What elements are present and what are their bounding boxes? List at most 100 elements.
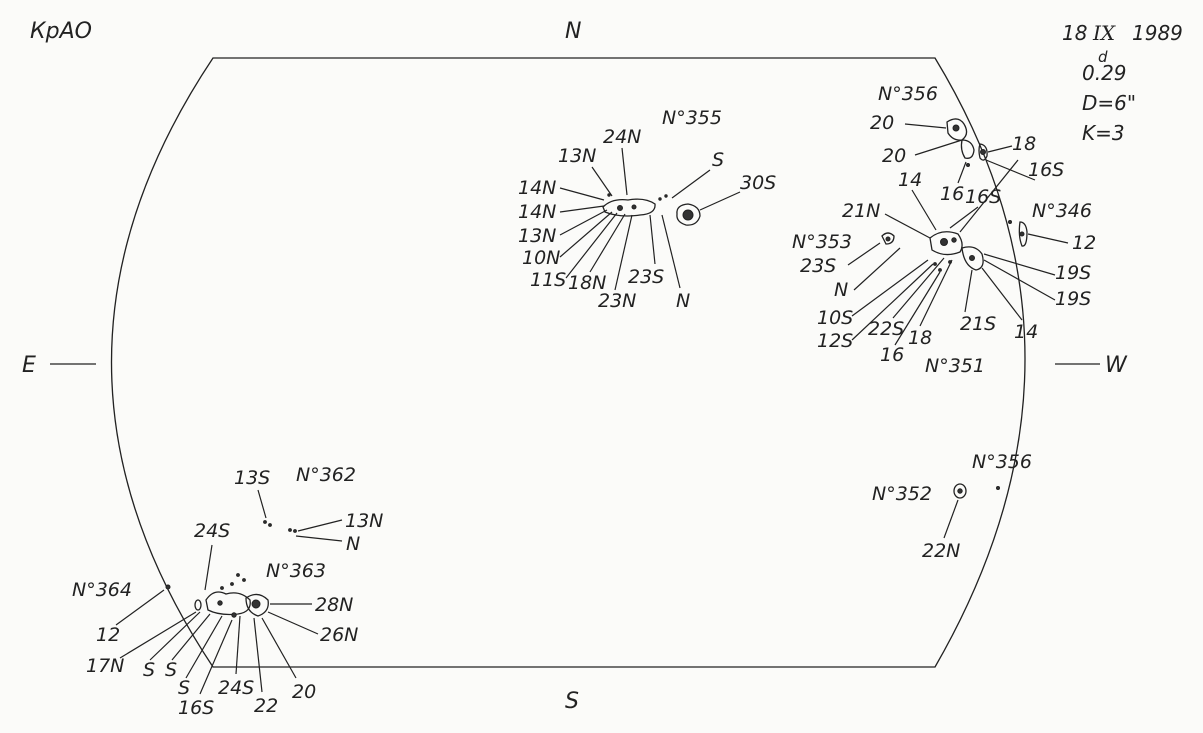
group-351-umbra — [951, 237, 957, 243]
leader-line — [649, 214, 656, 265]
leader-line — [964, 269, 973, 313]
date-day: 18 — [1062, 21, 1087, 45]
label-353-12S: 12S — [817, 330, 853, 352]
group-363-number: N°363 — [266, 560, 326, 582]
group-346: N°346 12 — [1008, 200, 1096, 254]
group-351-pore — [938, 268, 942, 272]
leader-line — [171, 613, 211, 661]
group-363-pore — [230, 582, 234, 586]
label-363-26N: 26N — [320, 624, 358, 646]
leader-line — [559, 205, 605, 213]
leader-line — [119, 611, 197, 659]
label-355-14N-b: 14N — [518, 201, 556, 223]
label-363-24S-top: 24S — [194, 520, 230, 542]
label-353-N: N — [834, 279, 848, 301]
group-355-number: N°355 — [662, 107, 722, 129]
leader-line — [959, 159, 1019, 233]
group-362-pore — [263, 520, 267, 524]
label-355-13N-b: 13N — [518, 225, 556, 247]
group-356-umbra — [980, 149, 986, 155]
leader-line — [981, 267, 1023, 321]
label-353-10S: 10S — [817, 307, 853, 329]
label-351-14-bottom: 14 — [1014, 321, 1038, 343]
group-362: N°362 13S 13N N — [234, 464, 383, 555]
group-362-pore — [268, 523, 272, 527]
label-351-16S: 16S — [965, 186, 1001, 208]
label-362-13S: 13S — [234, 467, 270, 489]
group-363-umbra — [217, 600, 223, 606]
label-362-13N: 13N — [345, 510, 383, 532]
group-363-pore — [220, 586, 224, 590]
leader-line — [185, 615, 223, 679]
label-351-16: 16 — [880, 344, 904, 366]
group-356-spot — [960, 139, 975, 159]
label-355-24N: 24N — [603, 126, 641, 148]
label-363-16S: 16S — [178, 697, 214, 719]
leader-line — [919, 259, 953, 327]
date-month: IX — [1092, 21, 1116, 45]
group-364-number: N°364 — [72, 579, 132, 601]
group-346-umbra — [1019, 231, 1025, 237]
label-355-18N: 18N — [568, 272, 606, 294]
leader-line — [614, 214, 633, 291]
leader-line — [621, 147, 628, 196]
group-356-pore — [996, 486, 1000, 490]
label-351-18: 18 — [908, 327, 932, 349]
leader-line — [904, 123, 947, 129]
leader-line — [149, 611, 201, 661]
k-value: K=3 — [1082, 121, 1125, 145]
group-352-number: N°352 — [872, 483, 932, 505]
group-356-top: N°356 20 20 18 16 16S — [870, 83, 1064, 205]
label-346-12: 12 — [1072, 232, 1096, 254]
leader-line — [591, 166, 613, 197]
group-362-pore — [293, 529, 297, 533]
group-363-penumbra — [205, 591, 251, 616]
observation-time: 0.29 — [1082, 61, 1127, 85]
label-351-14-top: 14 — [898, 169, 922, 191]
group-352-spot — [953, 483, 967, 499]
group-355-umbra — [631, 204, 637, 210]
group-356-umbra — [952, 124, 960, 132]
label-351-21S: 21S — [960, 313, 996, 335]
label-351-22S: 22S — [868, 318, 904, 340]
group-356-bottom: N°356 — [972, 451, 1032, 490]
south-label: S — [565, 689, 579, 714]
label-363-24S: 24S — [218, 677, 254, 699]
group-356-bottom-number: N°356 — [972, 451, 1032, 473]
group-351-penumbra — [929, 231, 963, 256]
group-352: N°352 22N — [872, 483, 967, 562]
label-353-23S: 23S — [800, 255, 836, 277]
label-355-23S: 23S — [628, 266, 664, 288]
label-356-20-a: 20 — [870, 112, 894, 134]
group-364-spot — [165, 584, 171, 590]
group-355: N°355 24N 13N 14N 14N 13N 10N 11S 18N 23… — [518, 107, 776, 312]
leader-line — [943, 499, 959, 539]
group-363-pore — [236, 573, 240, 577]
leader-line — [987, 145, 1013, 153]
leader-line — [949, 206, 979, 229]
leader-line — [589, 213, 626, 273]
label-356-16S: 16S — [1028, 159, 1064, 181]
leader-line — [661, 214, 681, 289]
group-351-number: N°351 — [925, 355, 985, 377]
label-363-S-a: S — [143, 659, 155, 681]
label-356-18: 18 — [1012, 133, 1036, 155]
observatory-label: КрАО — [30, 19, 92, 44]
label-363-22: 22 — [254, 695, 278, 717]
leader-line — [295, 535, 343, 542]
label-351-19S-a: 19S — [1055, 262, 1091, 284]
west-label: W — [1105, 353, 1128, 378]
group-363-umbra — [231, 612, 237, 618]
group-363-pore — [242, 578, 246, 582]
label-356-20-b: 20 — [882, 145, 906, 167]
leader-line — [257, 489, 267, 519]
leader-line — [884, 213, 931, 239]
leader-line — [1027, 233, 1069, 244]
group-346-pore — [1008, 220, 1012, 224]
group-363-leader-spot — [245, 593, 269, 617]
group-352-umbra — [957, 488, 963, 494]
leader-line — [983, 259, 1056, 301]
group-356-spot — [946, 118, 968, 141]
label-355-30S: 30S — [740, 172, 776, 194]
leader-line — [892, 257, 945, 319]
